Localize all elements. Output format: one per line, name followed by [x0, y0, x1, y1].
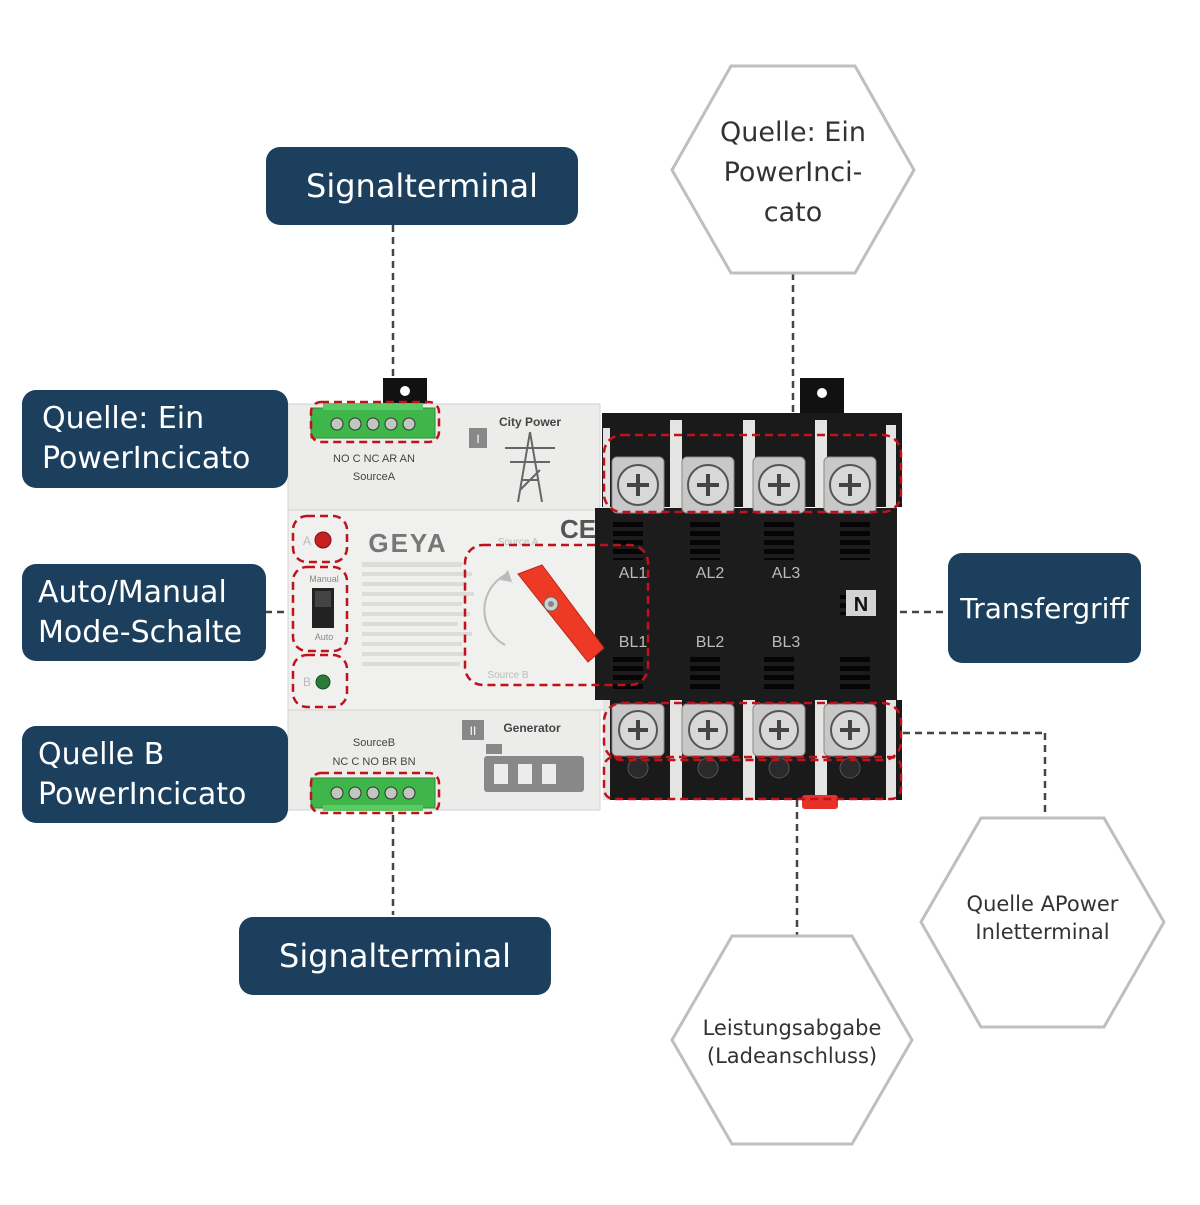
source-a-name: SourceA: [353, 471, 396, 483]
callout-source-b-indicator: Quelle B PowerIncicato: [22, 726, 288, 823]
source-b-roman-box: [462, 720, 484, 740]
neutral-label: N: [854, 594, 868, 616]
mounting-clip-left: [383, 378, 427, 404]
hexagon-top-right-label: Quelle: Ein PowerInci- cato: [720, 117, 866, 228]
callout-signal-terminal-bottom: Signalterminal: [239, 917, 551, 995]
neutral-box: [846, 590, 876, 616]
screw-terminal: [681, 456, 735, 514]
screw-terminal: [823, 703, 877, 757]
generator-icon: [484, 744, 584, 792]
source-b-terminal-labels: NC C NO BR BN: [332, 756, 415, 768]
callout-signal-terminal-top: Signalterminal: [266, 147, 578, 225]
screw-terminal: [752, 703, 806, 757]
mounting-clip-right: [800, 378, 844, 413]
callout-transfer-handle-text: Transfergriff: [960, 591, 1129, 625]
hexagon-inlet-terminal: [919, 816, 1166, 1029]
callout-auto-manual-text: Auto/Manual Mode-Schalte: [38, 574, 243, 650]
callout-auto-manual: Auto/Manual Mode-Schalte: [22, 564, 266, 661]
phase-label-al3: AL3: [772, 565, 801, 582]
source-a-terminal-labels: NO C NC AR AN: [333, 453, 415, 465]
handle-top-label: Source A: [498, 537, 539, 548]
screw-terminal: [681, 703, 735, 757]
phase-label-bl2: BL2: [696, 634, 725, 651]
source-b-roman: II: [470, 724, 477, 738]
indicator-a-led: [314, 531, 332, 549]
screw-terminal: [752, 456, 806, 514]
source-a-roman: I: [476, 432, 479, 446]
callout-source-a-indicator: Quelle: Ein PowerIncicato: [22, 390, 288, 488]
signal-terminal-bottom: [310, 777, 436, 811]
callout-signal-terminal-bottom-text: Signalterminal: [279, 937, 511, 975]
mode-manual-label: Manual: [309, 574, 339, 584]
hexagon-shapes: [670, 64, 1166, 1146]
mode-switch-knob[interactable]: [315, 591, 331, 607]
screw-terminal: [823, 456, 877, 514]
transfer-handle[interactable]: [517, 564, 605, 663]
screw-terminals-top: [611, 456, 877, 514]
phase-label-al2: AL2: [696, 565, 725, 582]
spec-plate-text: [362, 562, 474, 666]
hexagon-power-output-label: Leistungsabgabe (Ladeanschluss): [702, 1016, 882, 1068]
rotation-arc: [483, 574, 506, 646]
indicator-b-letter: B: [303, 675, 311, 689]
screw-terminal: [611, 703, 665, 757]
pylon-icon: [505, 431, 555, 503]
mode-auto-label: Auto: [315, 632, 334, 642]
indicator-a-letter: A: [303, 534, 311, 548]
highlight-boxes: [291, 400, 903, 815]
source-a-header: City Power: [499, 415, 561, 429]
hexagon-power-output: [670, 934, 914, 1146]
source-b-header: Generator: [503, 721, 561, 735]
signal-terminal-top: [310, 403, 436, 439]
callout-transfer-handle: Transfergriff: [948, 553, 1141, 663]
screw-terminals-bottom: [611, 703, 877, 757]
source-a-roman-box: [469, 428, 487, 448]
indicator-b-led: [315, 674, 331, 690]
red-release-tab: [802, 795, 838, 809]
phase-label-al1: AL1: [619, 565, 648, 582]
source-b-labels: SourceB NC C NO BR BN II Generator: [332, 720, 561, 768]
source-a-labels: NO C NC AR AN SourceA I City Power: [333, 415, 561, 483]
brand-logo: GEYA: [368, 528, 447, 558]
screw-terminal: [611, 456, 665, 514]
callout-signal-terminal-top-text: Signalterminal: [306, 167, 538, 205]
phase-label-bl3: BL3: [772, 634, 801, 651]
hexagon-inlet-terminal-label: Quelle APower Inletterminal: [966, 892, 1119, 944]
ce-mark: CE: [560, 514, 596, 544]
hexagon-top-right: [670, 64, 916, 275]
handle-bottom-label: Source B: [487, 670, 528, 681]
phase-labels: AL1 AL2 AL3 BL1 BL2 BL3: [619, 565, 801, 651]
callout-source-b-indicator-text: Quelle B PowerIncicato: [38, 736, 247, 812]
callout-source-a-indicator-text: Quelle: Ein PowerIncicato: [42, 401, 251, 476]
source-b-name: SourceB: [353, 737, 395, 749]
terminal-fins: [603, 420, 896, 800]
rotation-arrow-icon: [500, 570, 512, 582]
phase-label-bl1: BL1: [619, 634, 648, 651]
